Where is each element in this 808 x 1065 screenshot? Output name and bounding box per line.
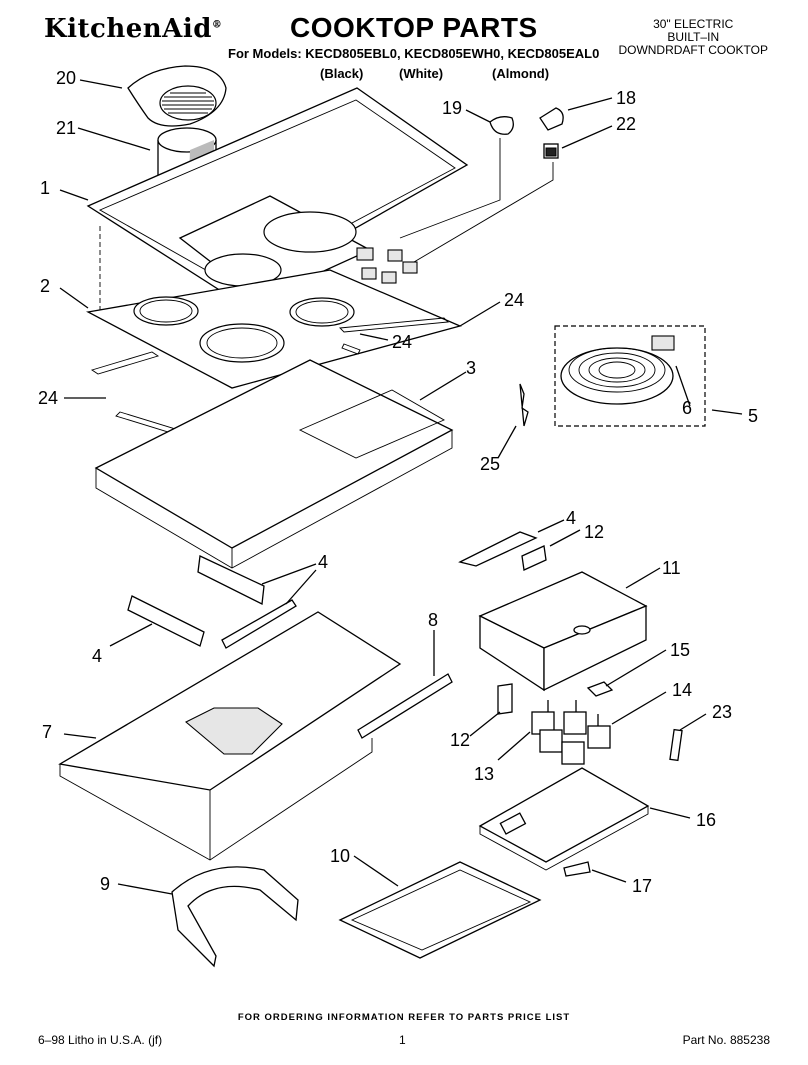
part-9-duct-wrap [171, 866, 299, 968]
part-19-knob-cap [489, 116, 514, 135]
part-10-tray [338, 861, 542, 959]
callout-11: 11 [662, 558, 681, 578]
part-11-control-box [478, 571, 648, 692]
finish-black: (Black) [320, 66, 364, 81]
part-18-knob [539, 107, 564, 131]
litho-info: 6–98 Litho in U.S.A. (jf) [38, 1033, 163, 1047]
callout-4-mid: 4 [318, 552, 328, 572]
callout-6: 6 [682, 398, 692, 418]
part-16-base-plate [478, 767, 650, 871]
callout-24-center: 24 [392, 332, 412, 352]
callout-13: 13 [474, 764, 494, 784]
finish-white: (White) [399, 66, 444, 81]
part-1-frame [86, 87, 469, 301]
callout-1: 1 [40, 178, 50, 198]
part-12-plate [497, 545, 547, 715]
part-20-vent-grille [127, 65, 227, 127]
part-3-burner-box [94, 359, 454, 569]
page-title: COOKTOP PARTS [290, 12, 538, 43]
page-number: 1 [399, 1033, 406, 1047]
part-25-clip [519, 383, 529, 427]
callout-12-top: 12 [584, 522, 604, 542]
callout-3: 3 [466, 358, 476, 378]
part-22-knob-base [543, 143, 559, 159]
finish-almond: (Almond) [492, 66, 550, 81]
part-17-clip [563, 861, 591, 877]
callout-25: 25 [480, 454, 500, 474]
callout-22: 22 [616, 114, 636, 134]
callout-14: 14 [672, 680, 692, 700]
callout-17: 17 [632, 876, 652, 896]
part-5-radiant-element [554, 325, 706, 427]
part-13-14-switches [531, 700, 611, 765]
callout-16: 16 [696, 810, 716, 830]
part-8-strip [357, 673, 453, 739]
callout-18: 18 [616, 88, 636, 108]
part-7-pan [58, 611, 402, 861]
model-numbers: For Models: KECD805EBL0, KECD805EWH0, KE… [228, 46, 600, 61]
callout-12-low: 12 [450, 730, 470, 750]
callout-labels: 20 21 1 2 24 24 24 3 19 18 22 6 5 25 4 1… [38, 68, 758, 896]
ordering-note: FOR ORDERING INFORMATION REFER TO PARTS … [237, 1012, 571, 1023]
callout-9: 9 [100, 874, 110, 894]
part-2-glass-top [86, 269, 462, 389]
part-4-brackets [127, 531, 538, 649]
callout-5: 5 [748, 406, 758, 426]
callout-21: 21 [56, 118, 76, 138]
callout-24-left: 24 [38, 388, 58, 408]
callout-7: 7 [42, 722, 52, 742]
callout-19: 19 [442, 98, 462, 118]
callout-23: 23 [712, 702, 732, 722]
callout-4-left: 4 [92, 646, 102, 666]
callout-20: 20 [56, 68, 76, 88]
leader-lines [59, 79, 743, 895]
part-23-limiter [669, 728, 683, 762]
callout-4-top: 4 [566, 508, 576, 528]
part-number: Part No. 885238 [682, 1033, 770, 1047]
callout-8: 8 [428, 610, 438, 630]
brand-logo: KitchenAid® [44, 14, 223, 44]
callout-15: 15 [670, 640, 690, 660]
product-spec: 30" ELECTRIC BUILT–IN DOWNDRDAFT COOKTOP [618, 17, 768, 57]
callout-24-right: 24 [504, 290, 524, 310]
callout-2: 2 [40, 276, 50, 296]
callout-10: 10 [330, 846, 350, 866]
